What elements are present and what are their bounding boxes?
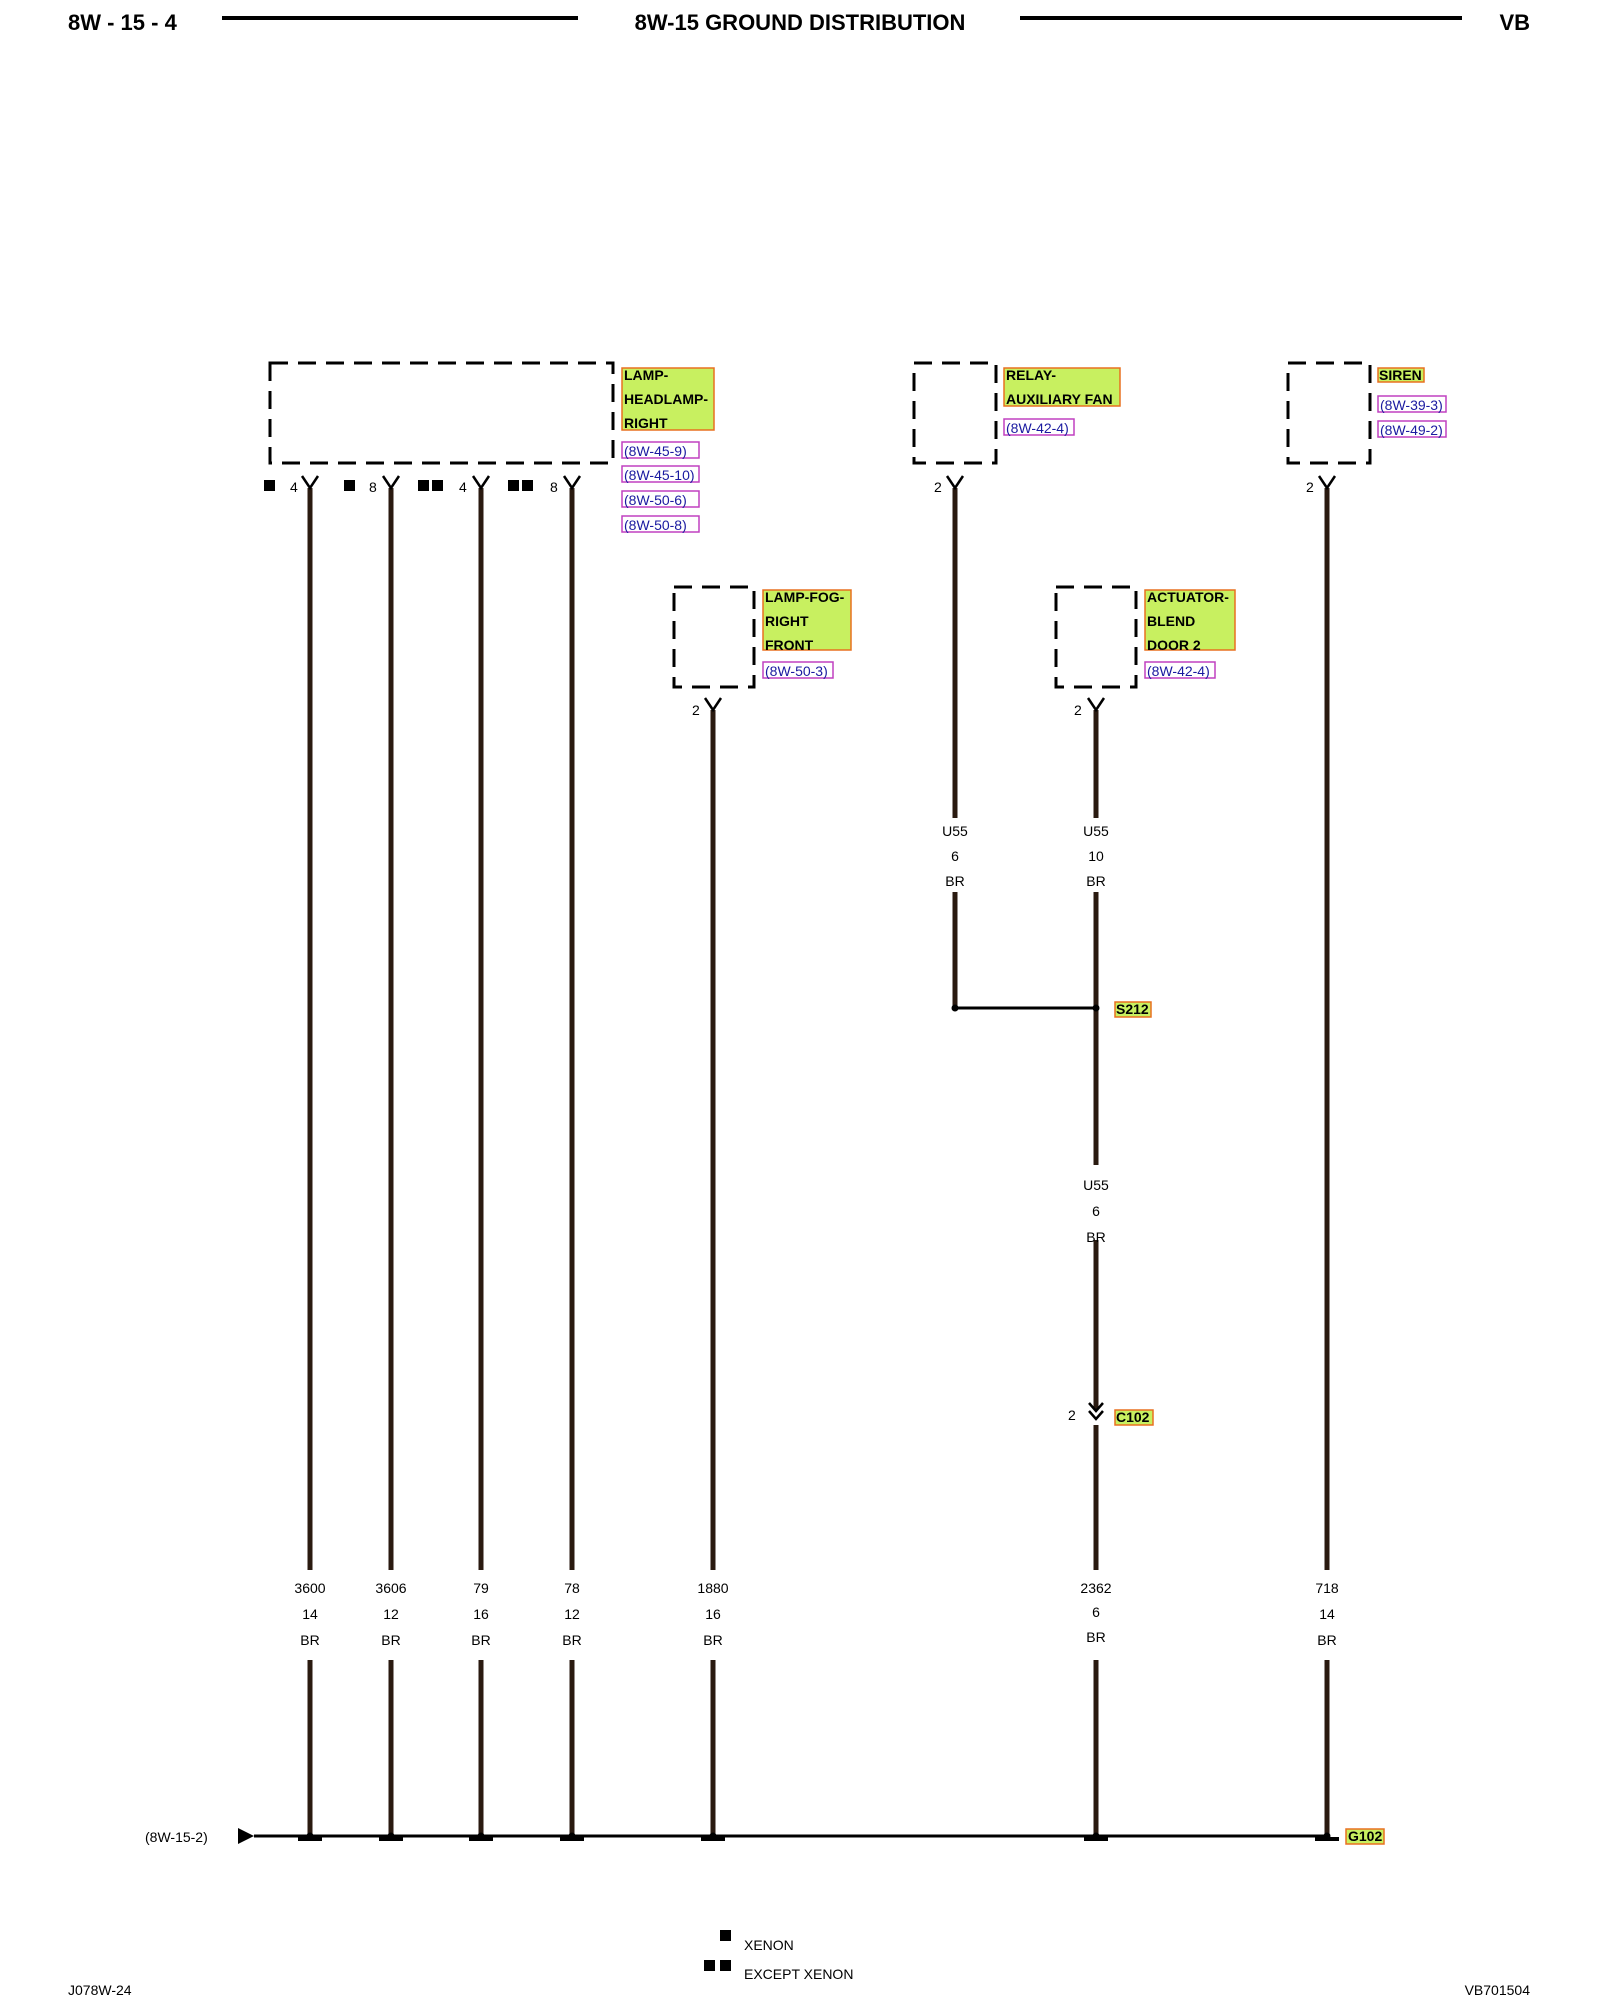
page-header: 8W - 15 - 4 8W-15 GROUND DISTRIBUTION VB (68, 10, 1530, 35)
headlamp-label: LAMP- HEADLAMP- RIGHT (621, 367, 715, 431)
wire-gauge: 14 (302, 1606, 318, 1622)
page-code: 8W - 15 - 4 (68, 10, 178, 35)
page-title: 8W-15 GROUND DISTRIBUTION (635, 10, 966, 35)
wire-gauge: 12 (564, 1606, 580, 1622)
actuator-name-line-2: BLEND (1147, 613, 1195, 629)
headlamp-name-line-2: HEADLAMP- (624, 391, 708, 407)
siren-component-box (1286, 361, 1372, 465)
actuator-name-line-1: ACTUATOR- (1147, 589, 1229, 605)
pin-number: 8 (550, 479, 558, 495)
wire-label: U55 (942, 823, 968, 839)
wire-gauge: 6 (1092, 1604, 1100, 1620)
wire-circuit: 3600 (294, 1580, 325, 1596)
pin-number: 8 (369, 479, 377, 495)
ground-bus: (8W-15-2) G102 (145, 1828, 1385, 1845)
fog-ref[interactable]: (8W-50-3) (765, 663, 828, 679)
except-xenon-marker-icon (704, 1960, 715, 1971)
footer-right-code: VB701504 (1465, 1982, 1531, 1998)
headlamp-ref-3[interactable]: (8W-50-6) (624, 492, 687, 508)
legend-except-xenon: EXCEPT XENON (744, 1966, 853, 1982)
actuator-ref[interactable]: (8W-42-4) (1147, 663, 1210, 679)
wire-label: U55 (1083, 823, 1109, 839)
pin-number: 4 (290, 479, 298, 495)
siren-label: SIREN (1377, 367, 1425, 383)
fog-lamp-component-box (672, 585, 756, 689)
wire-gauge: 16 (705, 1606, 721, 1622)
wire-label: 6 (951, 848, 959, 864)
headlamp-component-box (268, 361, 615, 465)
wire-circuit: 2362 (1080, 1580, 1111, 1596)
wire-gauge: 16 (473, 1606, 489, 1622)
fog-name-line-2: RIGHT (765, 613, 809, 629)
siren-ref-1[interactable]: (8W-39-3) (1380, 397, 1443, 413)
ground-label: G102 (1348, 1828, 1382, 1844)
xenon-marker-icon (264, 480, 275, 491)
footer-left-code: J078W-24 (68, 1982, 132, 1998)
wire-circuit: 79 (473, 1580, 489, 1596)
xenon-marker-icon (344, 480, 355, 491)
except-xenon-marker-icon (432, 480, 443, 491)
pin-number: 2 (692, 702, 700, 718)
headlamp-name-line-1: LAMP- (624, 367, 669, 383)
wires (307, 488, 1330, 1835)
wire-color: BR (703, 1632, 722, 1648)
relay-fan-ref[interactable]: (8W-42-4) (1006, 420, 1069, 436)
connector-label: C102 (1116, 1409, 1150, 1425)
wire-color: BR (1086, 1629, 1105, 1645)
wire-circuit: 718 (1315, 1580, 1339, 1596)
arrow-right-icon (238, 1828, 254, 1844)
wire-color: BR (1317, 1632, 1336, 1648)
relay-fan-name-line-2: AUXILIARY FAN (1006, 391, 1113, 407)
pin-number: 2 (1074, 702, 1082, 718)
headlamp-name-line-3: RIGHT (624, 415, 668, 431)
headlamp-option-markers (264, 480, 533, 491)
lower-wire-labels: 3600 14 BR 3606 12 BR 79 16 BR 78 12 BR … (294, 1580, 1338, 1648)
siren-name: SIREN (1379, 367, 1422, 383)
wire-label: BR (1086, 1229, 1105, 1245)
headlamp-ref-2[interactable]: (8W-45-10) (624, 467, 695, 483)
wire-color: BR (381, 1632, 400, 1648)
pin-number: 2 (934, 479, 942, 495)
relay-fan-label: RELAY- AUXILIARY FAN (1003, 367, 1121, 407)
except-xenon-marker-icon (720, 1960, 731, 1971)
wire-gauge: 12 (383, 1606, 399, 1622)
connector-pin-marks (300, 475, 1337, 1421)
headlamp-ref-4[interactable]: (8W-50-8) (624, 517, 687, 533)
wire-label: BR (945, 873, 964, 889)
except-xenon-marker-icon (508, 480, 519, 491)
wire-label: BR (1086, 873, 1105, 889)
actuator-component-box (1054, 585, 1138, 689)
headlamp-ref-1[interactable]: (8W-45-9) (624, 443, 687, 459)
relay-fan-name-line-1: RELAY- (1006, 367, 1056, 383)
siren-ref-2[interactable]: (8W-49-2) (1380, 422, 1443, 438)
xenon-marker-icon (720, 1930, 731, 1941)
fog-name-line-3: FRONT (765, 637, 814, 653)
legend-xenon: XENON (744, 1937, 794, 1953)
except-xenon-marker-icon (418, 480, 429, 491)
wire-circuit: 78 (564, 1580, 580, 1596)
pin-number: 2 (1306, 479, 1314, 495)
pin-number: 4 (459, 479, 467, 495)
wire-label: 10 (1088, 848, 1104, 864)
ground-page-ref[interactable]: (8W-15-2) (145, 1829, 208, 1845)
except-xenon-marker-icon (522, 480, 533, 491)
fog-lamp-label: LAMP-FOG- RIGHT FRONT (762, 589, 852, 653)
wire-color: BR (562, 1632, 581, 1648)
wire-label: U55 (1083, 1177, 1109, 1193)
relay-fan-component-box (912, 361, 998, 465)
wire-circuit: 1880 (697, 1580, 728, 1596)
wire-label: 6 (1092, 1203, 1100, 1219)
pin-number: 2 (1068, 1407, 1076, 1423)
wire-circuit: 3606 (375, 1580, 406, 1596)
wire-color: BR (300, 1632, 319, 1648)
wire-color: BR (471, 1632, 490, 1648)
legend: XENON EXCEPT XENON (704, 1930, 853, 1982)
actuator-label: ACTUATOR- BLEND DOOR 2 (1144, 589, 1236, 653)
vehicle-code: VB (1499, 10, 1530, 35)
splice-label: S212 (1116, 1001, 1149, 1017)
actuator-name-line-3: DOOR 2 (1147, 637, 1201, 653)
wire-gauge: 14 (1319, 1606, 1335, 1622)
fog-name-line-1: LAMP-FOG- (765, 589, 845, 605)
